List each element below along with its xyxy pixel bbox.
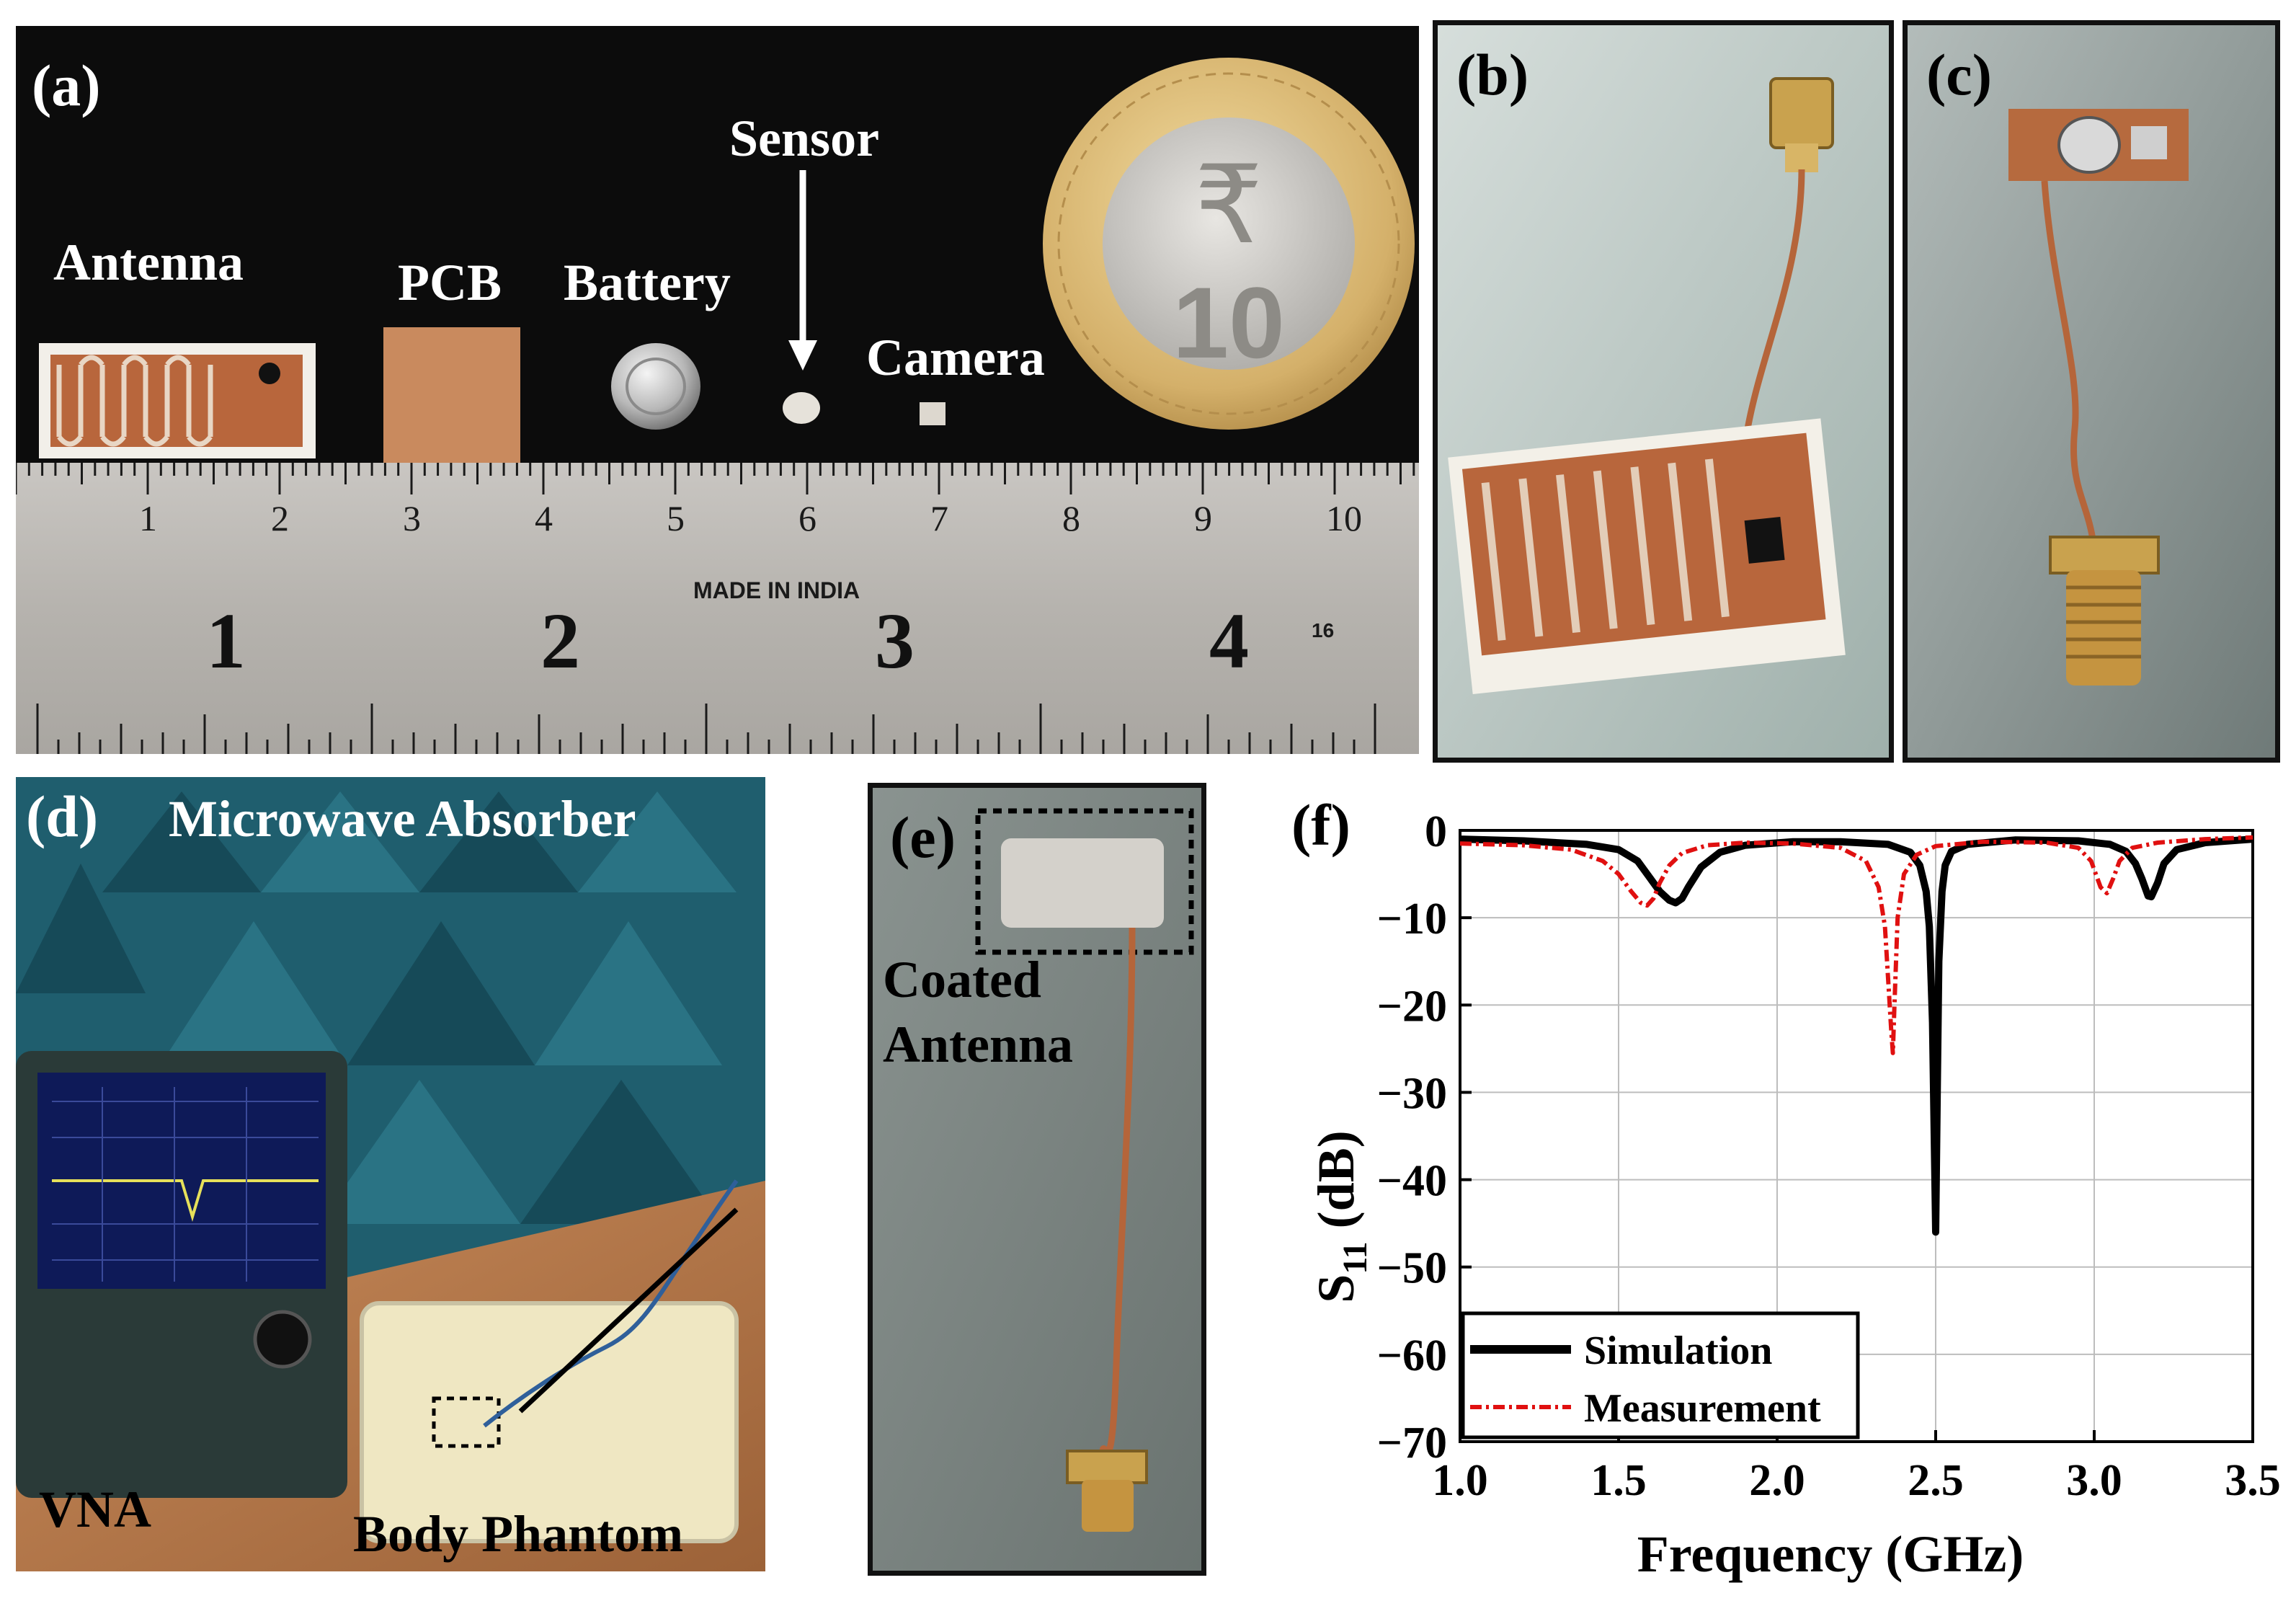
label-battery: Battery — [564, 254, 731, 311]
ruler-inch-numbers: 1 2 3 4 — [206, 597, 1249, 685]
ruler-cm-number: 1 — [139, 498, 157, 538]
label-body-phantom: Body Phantom — [353, 1505, 683, 1563]
y-tick-labels: 0 −10 −20 −30 −40 −50 −60 −70 — [1377, 807, 1447, 1468]
ruler-ticks — [16, 463, 1415, 754]
ruler-cm-number: 7 — [930, 498, 948, 538]
ruler-fraction-mark: 16 — [1312, 619, 1334, 642]
coin-value: 10 — [1173, 266, 1285, 379]
coin-10-rupee: ₹ 10 — [1043, 58, 1415, 430]
chart-axes — [1459, 829, 2254, 1443]
x-tick-label: 3.5 — [2225, 1456, 2281, 1505]
ruler-cm-numbers: 1234567891011 — [139, 498, 1362, 538]
y-tick-label: −50 — [1377, 1244, 1447, 1293]
panel-d-label: (d) — [26, 784, 98, 849]
label-antenna: Antenna — [53, 234, 244, 291]
label-microwave-absorber: Microwave Absorber — [169, 790, 636, 848]
panel-b: (b) — [1433, 20, 1894, 763]
ruler-cm-number: 5 — [667, 498, 685, 538]
plot-frame — [1459, 829, 2254, 1443]
series-simulation — [1459, 835, 2253, 1236]
x-tick-label: 2.5 — [1908, 1456, 1964, 1505]
x-axis-label: Frequency (GHz) — [1637, 1525, 2024, 1583]
y-label-main: S — [1307, 1274, 1365, 1303]
coated-antenna-box — [975, 808, 1194, 955]
y-tick-label: 0 — [1425, 807, 1447, 856]
absorber-pyramids — [16, 791, 737, 1224]
camera-photo — [920, 402, 945, 425]
ruler-imprint: MADE IN INDIA — [693, 577, 860, 603]
panel-e: (e) Coated Antenna — [868, 783, 1206, 1576]
label-camera: Camera — [866, 329, 1045, 386]
y-label-sub: 11 — [1336, 1241, 1374, 1274]
panel-c: (c) — [1903, 20, 2280, 763]
y-tick-label: −40 — [1377, 1157, 1447, 1206]
ruler-cm-number: 8 — [1062, 498, 1080, 538]
ruler-inch-number: 1 — [206, 597, 246, 685]
battery-photo — [611, 343, 700, 430]
panel-d-photo: (d) Microwave Absorber VNA Body Phantom — [16, 777, 765, 1571]
y-tick-label: −70 — [1377, 1419, 1447, 1468]
x-tick-labels: 1.0 1.5 2.0 2.5 3.0 3.5 — [1432, 1456, 2281, 1505]
y-axis-label: S11 (dB) — [1307, 1130, 1374, 1303]
x-tick-label: 1.0 — [1432, 1456, 1488, 1505]
legend-box — [1461, 1311, 1860, 1439]
ruler-inch-number: 2 — [540, 597, 580, 685]
label-coated: Coated — [883, 951, 1041, 1008]
vna-instrument — [16, 1051, 347, 1498]
x-tick-label: 3.0 — [2066, 1456, 2122, 1505]
pcb-photo — [383, 327, 520, 464]
panel-b-label: (b) — [1456, 42, 1529, 107]
panel-e-photo: (e) Coated Antenna — [873, 788, 1201, 1571]
chart-series — [1459, 835, 2253, 1236]
x-tick-label: 1.5 — [1590, 1456, 1647, 1505]
ruler-cm-number: 9 — [1194, 498, 1212, 538]
panel-f: 0 −10 −20 −30 −40 −50 −60 −70 1.0 1.5 2.0 2.5 3.0 3.… — [1268, 777, 2296, 1606]
legend-label: Simulation — [1584, 1328, 1772, 1373]
svg-text:S11(dB): S11 (dB) — [1307, 1130, 1374, 1303]
antenna-photo — [39, 343, 316, 458]
y-tick-label: −20 — [1377, 982, 1447, 1031]
ruler-cm-number: 4 — [535, 498, 553, 538]
panel-a-label: (a) — [32, 53, 101, 118]
ruler-cm-number: 6 — [798, 498, 816, 538]
sensor-photo — [783, 392, 820, 424]
label-pcb: PCB — [398, 254, 502, 311]
s11-chart: 0 −10 −20 −30 −40 −50 −60 −70 1.0 1.5 2.0 2.5 3.0 3.… — [1291, 792, 2281, 1583]
legend-label: Measurement — [1584, 1386, 1821, 1431]
ruler-inch-number: 3 — [875, 597, 915, 685]
x-tick-label: 2.0 — [1749, 1456, 1805, 1505]
label-antenna-coated: Antenna — [883, 1016, 1073, 1073]
sensor-arrow — [788, 170, 817, 371]
y-label-unit: (dB) — [1307, 1130, 1365, 1228]
panel-c-label: (c) — [1926, 42, 1992, 107]
ruler-cm-number: 10 — [1326, 498, 1362, 538]
ruler-cm-number: 2 — [271, 498, 289, 538]
panel-b-photo: (b) — [1438, 25, 1889, 758]
panel-c-photo: (c) — [1908, 25, 2275, 758]
ruler-cm-number: 3 — [403, 498, 421, 538]
series-measurement — [1459, 835, 2253, 1055]
y-tick-label: −60 — [1377, 1331, 1447, 1380]
panel-e-label: (e) — [890, 804, 956, 870]
y-tick-label: −30 — [1377, 1069, 1447, 1118]
panel-f-label: (f) — [1291, 792, 1351, 858]
y-tick-label: −10 — [1377, 895, 1447, 944]
panel-d: (d) Microwave Absorber VNA Body Phantom — [16, 777, 765, 1571]
label-sensor: Sensor — [729, 110, 879, 167]
label-vna: VNA — [39, 1481, 151, 1538]
coin-symbol: ₹ — [1194, 144, 1263, 265]
ruler-inch-number: 4 — [1209, 597, 1249, 685]
pointer-arrow — [518, 1207, 739, 1414]
